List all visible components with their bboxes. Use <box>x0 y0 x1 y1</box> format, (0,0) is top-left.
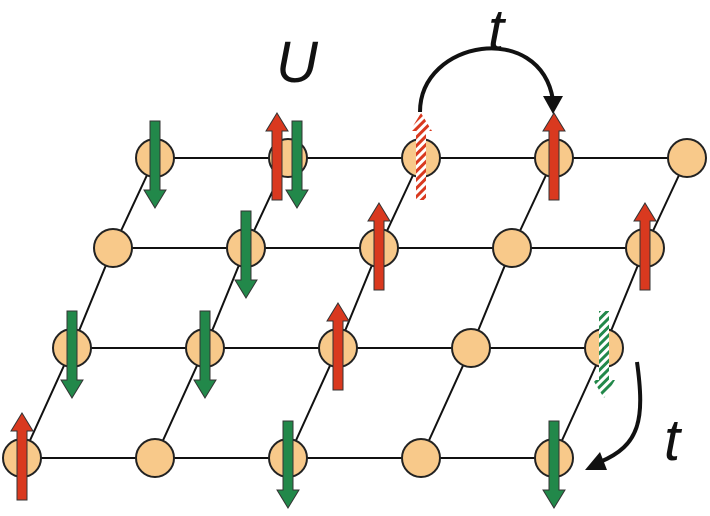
spin-up-arrow-icon <box>367 202 391 291</box>
spin-up-arrow-icon <box>265 112 289 201</box>
bond-diagonal <box>287 347 339 459</box>
label-t-right: t <box>664 408 683 473</box>
spin-down-arrow-icon <box>143 120 167 209</box>
spin-up-arrow-icon <box>10 412 34 501</box>
lattice-site <box>401 438 441 478</box>
lattice-site <box>93 228 133 268</box>
lattice-site <box>492 228 532 268</box>
bond-diagonal <box>420 347 472 459</box>
spin-down-arrow-icon <box>60 310 84 399</box>
spin-down-arrow-icon <box>193 310 217 399</box>
label-t-top: t <box>488 0 507 63</box>
lattice-site <box>667 138 707 178</box>
lattice-site <box>451 328 491 368</box>
bond-diagonal <box>553 347 605 459</box>
spin-up-vacated-arrow-icon <box>410 113 432 200</box>
spin-up-arrow-icon <box>542 112 566 201</box>
label-U: U <box>276 30 319 95</box>
spin-down-arrow-icon <box>276 420 300 509</box>
spin-down-arrow-icon <box>285 120 309 209</box>
spin-down-arrow-icon <box>234 210 258 299</box>
lattice-site <box>135 438 175 478</box>
spin-up-arrow-icon <box>633 202 657 291</box>
hopping-arrow-top <box>418 46 555 113</box>
hopping-arrowhead-right <box>585 452 607 470</box>
bond-diagonal <box>154 347 206 459</box>
spin-down-vacated-arrow-icon <box>593 311 615 398</box>
spin-down-arrow-icon <box>542 420 566 509</box>
spin-up-arrow-icon <box>326 302 350 391</box>
hopping-arrowhead-top <box>543 96 563 114</box>
hopping-arrow-right <box>599 361 643 464</box>
bond-diagonal <box>21 347 73 459</box>
